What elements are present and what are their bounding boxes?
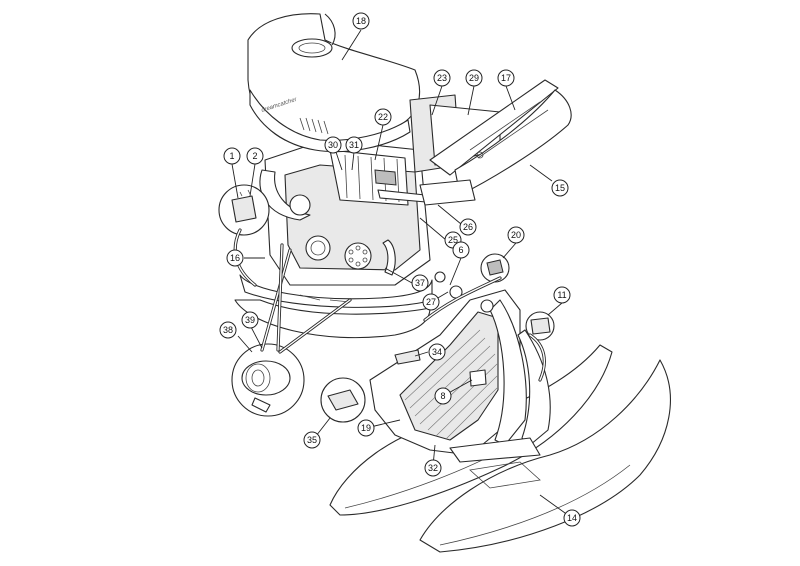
callout-18: 18: [352, 12, 370, 30]
svg-text:14: 14: [567, 513, 577, 523]
svg-text:35: 35: [307, 435, 317, 445]
small-parts: [394, 271, 494, 387]
svg-text:11: 11: [557, 290, 566, 300]
callout-14: 14: [563, 509, 581, 527]
rear-arm-assembly: [409, 79, 572, 206]
svg-text:37: 37: [415, 278, 425, 288]
svg-text:25: 25: [448, 235, 458, 245]
callout-6: 6: [452, 241, 470, 259]
callout-19: 19: [357, 419, 375, 437]
detail-11: [525, 311, 555, 341]
svg-text:8: 8: [440, 391, 445, 401]
callout-37: 37: [411, 274, 429, 292]
canopy-body: dreamcatcher: [234, 13, 433, 339]
callout-35: 35: [303, 431, 321, 449]
svg-text:15: 15: [555, 183, 565, 193]
callout-26: 26: [459, 218, 477, 236]
callout-11: 11: [553, 286, 571, 304]
svg-text:19: 19: [361, 423, 371, 433]
svg-text:22: 22: [378, 112, 388, 122]
callout-17: 17: [497, 69, 515, 87]
callout-23: 23: [433, 69, 451, 87]
callout-8: 8: [434, 387, 452, 405]
svg-text:20: 20: [511, 230, 521, 240]
callout-34: 34: [428, 343, 446, 361]
svg-text:23: 23: [437, 73, 447, 83]
svg-text:1: 1: [229, 151, 234, 161]
callout-30: 30: [324, 136, 342, 154]
svg-text:18: 18: [356, 16, 366, 26]
detail-35: [320, 377, 366, 423]
svg-text:30: 30: [328, 140, 338, 150]
svg-text:29: 29: [469, 73, 479, 83]
callout-29: 29: [465, 69, 483, 87]
svg-text:38: 38: [223, 325, 233, 335]
detail-1-2: [218, 184, 270, 236]
svg-text:6: 6: [458, 245, 463, 255]
detail-20: [480, 253, 510, 283]
callouts: 18 23 29 17 22 30 31 1 2 15 26 25 16 20 …: [219, 12, 581, 527]
seat-unit: [369, 289, 551, 463]
callout-2: 2: [246, 147, 264, 165]
svg-text:16: 16: [230, 253, 240, 263]
callout-22: 22: [374, 108, 392, 126]
svg-text:17: 17: [501, 73, 511, 83]
leader-lines: [231, 29, 573, 519]
svg-text:34: 34: [432, 347, 442, 357]
svg-text:31: 31: [349, 140, 359, 150]
detail-38-39: [231, 343, 305, 417]
callout-20: 20: [507, 226, 525, 244]
callout-38: 38: [219, 321, 237, 339]
callout-32: 32: [424, 459, 442, 477]
svg-text:39: 39: [245, 315, 255, 325]
callout-39: 39: [241, 311, 259, 329]
callout-27: 27: [422, 293, 440, 311]
svg-text:26: 26: [463, 222, 473, 232]
callout-16: 16: [226, 249, 244, 267]
svg-text:2: 2: [252, 151, 257, 161]
callout-15: 15: [551, 179, 569, 197]
svg-text:27: 27: [426, 297, 436, 307]
svg-text:32: 32: [428, 463, 438, 473]
callout-31: 31: [345, 136, 363, 154]
callout-1: 1: [223, 147, 241, 165]
